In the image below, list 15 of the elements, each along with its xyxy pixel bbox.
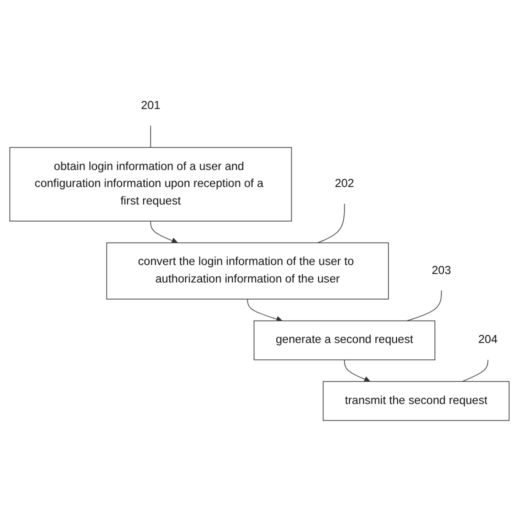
- arrow: [344, 360, 370, 383]
- node-text: 202: [334, 178, 354, 190]
- node-box: generate a second request: [254, 320, 436, 361]
- connector: [406, 290, 442, 322]
- node-text: 203: [432, 264, 452, 278]
- node-box: convert the login information of the user to authorization information of the user: [106, 242, 389, 300]
- node-text: 201: [141, 100, 160, 112]
- arrow: [247, 299, 282, 322]
- connector: [150, 126, 152, 148]
- connector: [462, 360, 488, 382]
- arrow: [150, 221, 178, 244]
- node-text: 204: [478, 334, 498, 346]
- node-box: transmit the second request: [322, 381, 510, 422]
- node-box: obtain login information of a user and configuration information upon reception of a first request: [9, 147, 292, 222]
- connector: [317, 204, 345, 244]
